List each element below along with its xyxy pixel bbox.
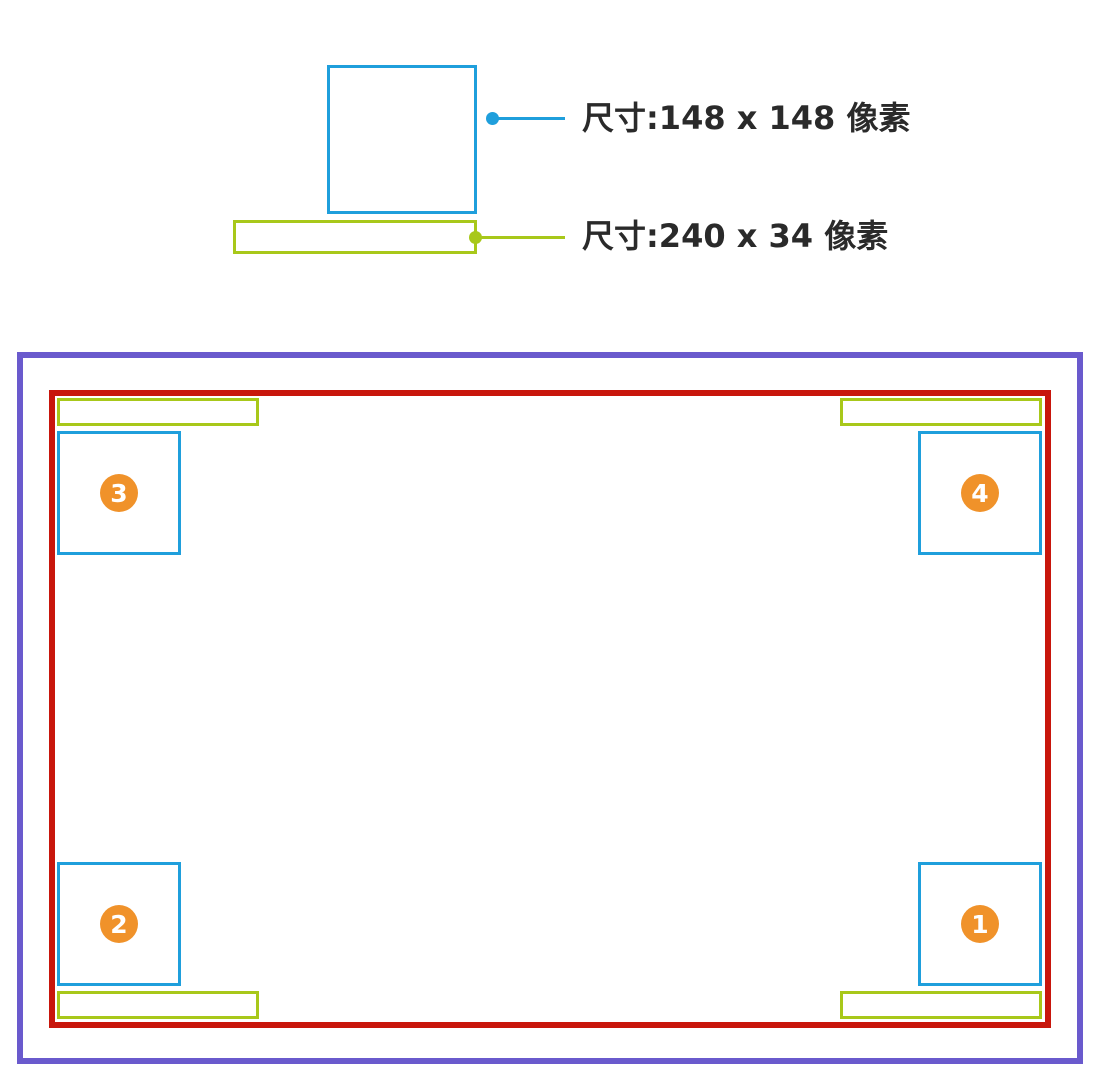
outer-frame: [17, 352, 1083, 1064]
bar-bottom-right: [840, 991, 1042, 1019]
square-top-left: 3: [57, 431, 181, 555]
square-bottom-left: 2: [57, 862, 181, 986]
position-badge-4: 4: [961, 474, 999, 512]
bar-top-right: [840, 398, 1042, 426]
bar-top-left: [57, 398, 259, 426]
position-badge-3: 3: [100, 474, 138, 512]
position-badge-2: 2: [100, 905, 138, 943]
square-bottom-right: 1: [918, 862, 1042, 986]
bar-bottom-left: [57, 991, 259, 1019]
legend-bar-sample: [233, 220, 477, 254]
legend-leader-line-square: [493, 117, 565, 120]
legend-square-size-label: 尺寸:148 x 148 像素: [582, 99, 911, 137]
position-badge-1: 1: [961, 905, 999, 943]
legend-leader-line-bar: [475, 236, 565, 239]
inner-frame: [49, 390, 1051, 1028]
square-top-right: 4: [918, 431, 1042, 555]
legend-bar-size-label: 尺寸:240 x 34 像素: [582, 217, 889, 255]
legend-leader-dot-bar: [469, 231, 482, 244]
legend-square-sample: [327, 65, 477, 214]
legend-leader-dot-square: [486, 112, 499, 125]
